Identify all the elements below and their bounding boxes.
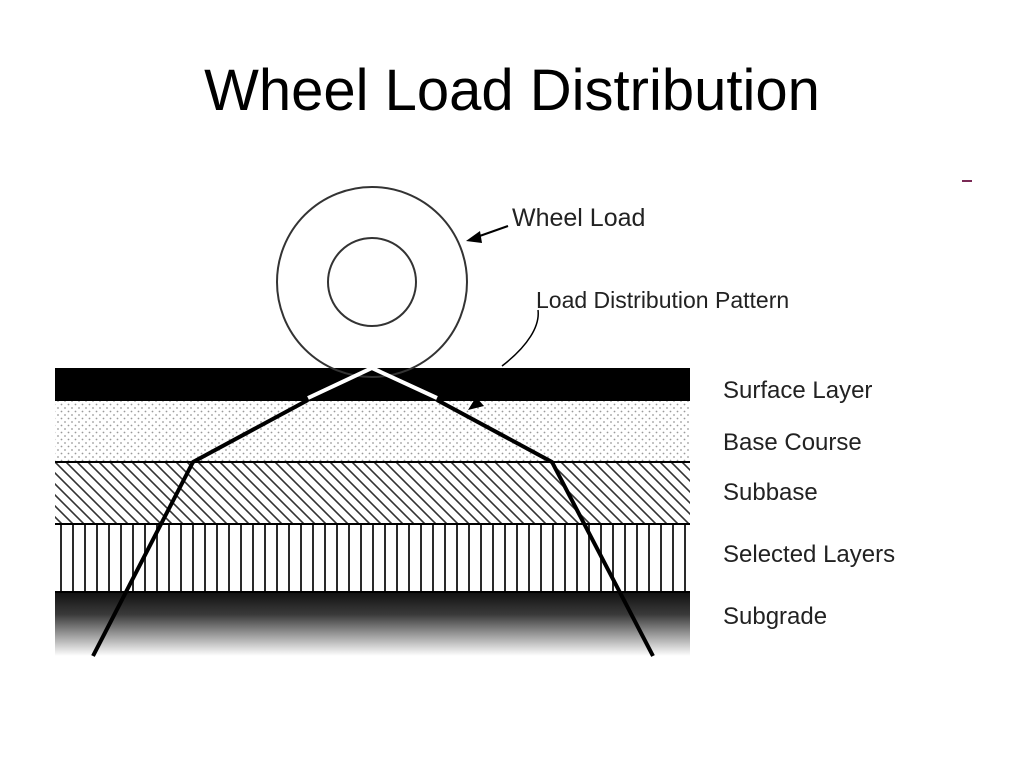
layer-label-subgrade: Subgrade bbox=[723, 603, 827, 630]
wheel-outer-ring bbox=[276, 186, 468, 378]
load-distribution-leader bbox=[501, 309, 539, 367]
load-distribution-label: Load Distribution Pattern bbox=[536, 287, 789, 313]
base-course-band bbox=[55, 400, 690, 462]
subbase-band bbox=[55, 462, 690, 524]
layer-label-subbase: Subbase bbox=[723, 479, 818, 506]
wheel-load-callout: Wheel Load bbox=[466, 204, 645, 243]
load-distribution-callout: Load Distribution Pattern bbox=[468, 287, 789, 410]
load-distribution-lines bbox=[91, 365, 655, 657]
pavement-layers bbox=[55, 368, 690, 656]
surface-layer-band bbox=[55, 368, 690, 400]
distribution-line-left bbox=[91, 398, 309, 657]
layer-label-base-course: Base Course bbox=[723, 429, 862, 456]
wheel-icon bbox=[276, 186, 468, 378]
arrowhead-icon bbox=[468, 397, 484, 410]
layer-labels: Surface Layer Base Course Subbase Select… bbox=[723, 377, 895, 630]
distribution-line-right bbox=[436, 398, 655, 657]
distribution-line-surface bbox=[307, 365, 438, 400]
selected-layers-band bbox=[55, 524, 690, 592]
slide-title: Wheel Load Distribution bbox=[204, 58, 820, 123]
wheel-load-label: Wheel Load bbox=[512, 204, 645, 232]
layer-label-surface: Surface Layer bbox=[723, 377, 872, 404]
subgrade-band bbox=[55, 592, 690, 656]
wheel-inner-ring bbox=[327, 237, 417, 327]
layer-label-selected-layers: Selected Layers bbox=[723, 541, 895, 568]
arrowhead-icon bbox=[466, 231, 482, 243]
